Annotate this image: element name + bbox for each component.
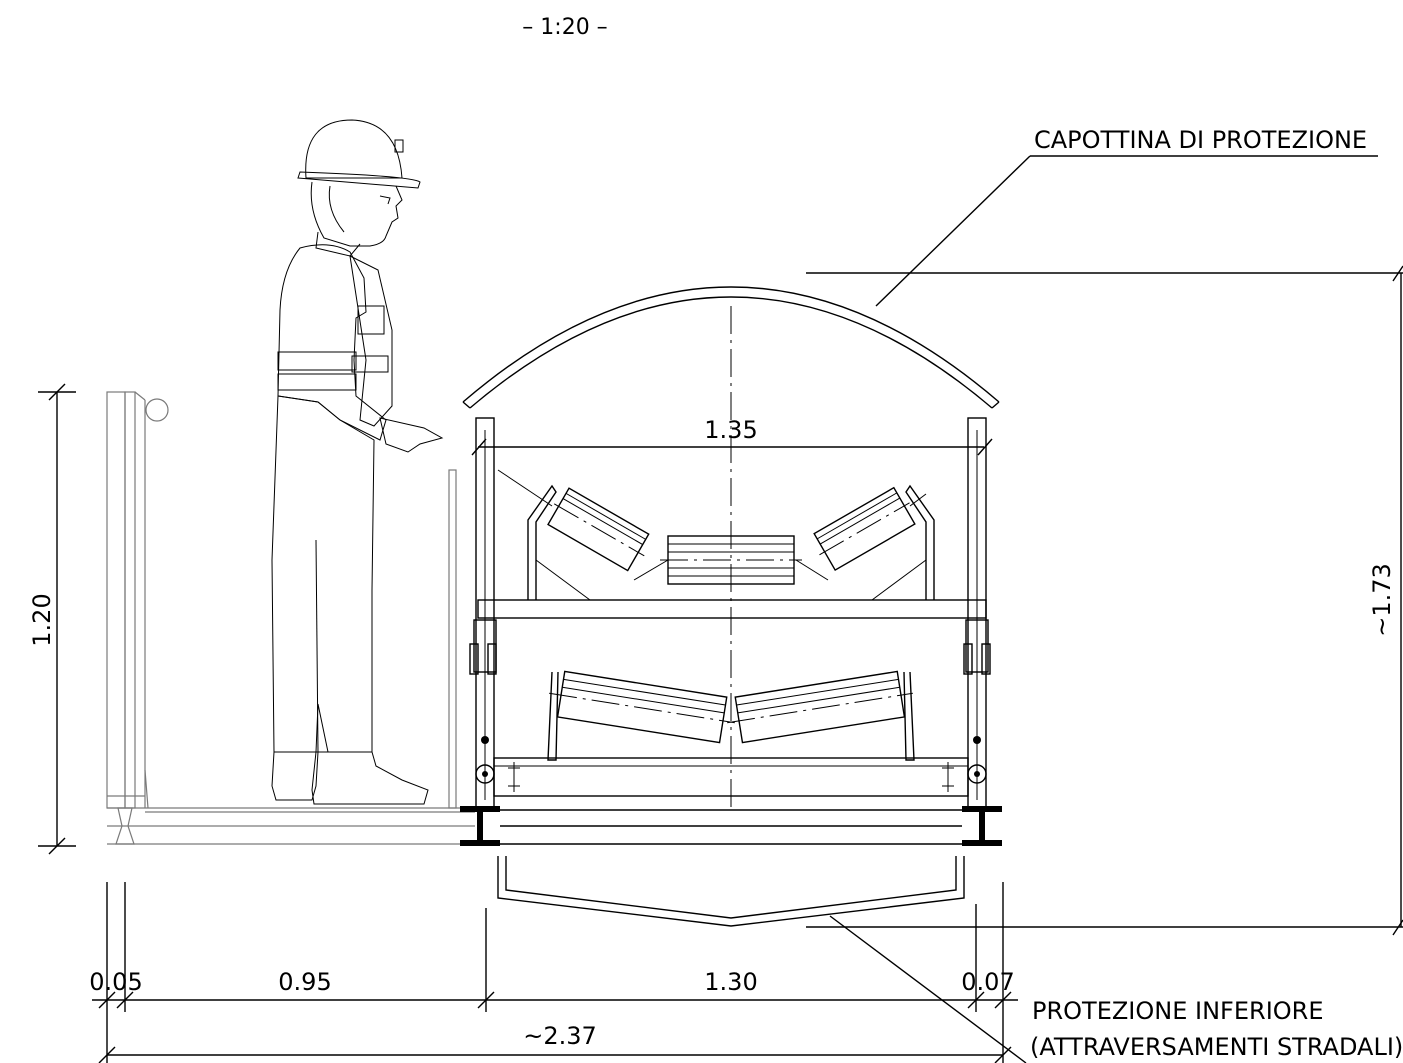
dimension-railing-height: 1.20 bbox=[28, 383, 76, 855]
dimension-total-height: ~1.73 bbox=[806, 265, 1403, 936]
top-cover-label: CAPOTTINA DI PROTEZIONE bbox=[1034, 126, 1367, 154]
total-height-label: ~1.73 bbox=[1368, 563, 1396, 637]
note-top-cover: CAPOTTINA DI PROTEZIONE bbox=[875, 126, 1378, 307]
note-bottom-cover: PROTEZIONE INFERIORE (ATTRAVERSAMENTI ST… bbox=[829, 915, 1403, 1063]
bottom-cover-label-2: (ATTRAVERSAMENTI STRADALI) bbox=[1030, 1033, 1403, 1061]
dim-005-label: 0.05 bbox=[89, 968, 142, 996]
total-width-label: ~2.37 bbox=[523, 1022, 597, 1050]
railing-height-label: 1.20 bbox=[28, 593, 56, 646]
dimension-chain-bottom: 0.05 0.95 1.30 0.07 bbox=[89, 882, 1018, 1063]
belt-width-label: 1.35 bbox=[704, 416, 757, 444]
dimension-total-width: ~2.37 bbox=[98, 1022, 1012, 1063]
dim-130-label: 1.30 bbox=[704, 968, 757, 996]
dim-007-label: 0.07 bbox=[961, 968, 1014, 996]
walkway-railing bbox=[106, 391, 475, 845]
conveyor-frame bbox=[460, 286, 1002, 927]
dimension-belt-width: 1.35 bbox=[471, 416, 993, 456]
bottom-cover-label-1: PROTEZIONE INFERIORE bbox=[1032, 997, 1324, 1025]
worker-figure bbox=[271, 119, 444, 805]
dim-095-label: 0.95 bbox=[278, 968, 331, 996]
scale-label: – 1:20 – bbox=[522, 15, 607, 40]
